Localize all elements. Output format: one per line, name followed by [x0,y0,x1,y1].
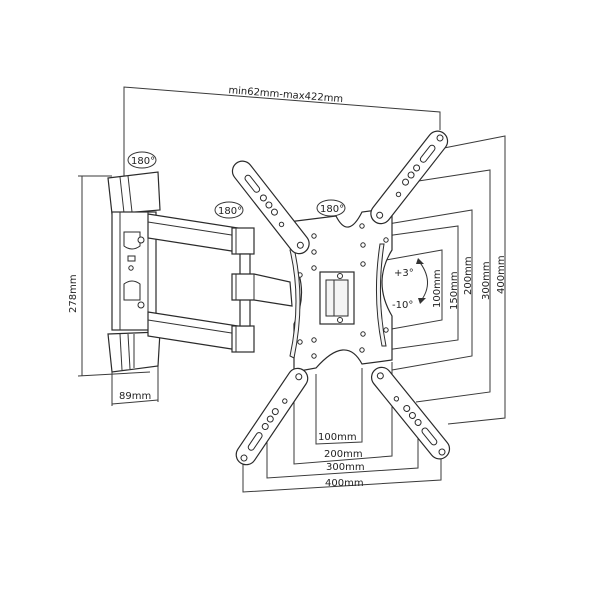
vesa-h-200-label: 200mm [324,449,363,460]
wall-plate-width-label: 89mm [119,391,151,402]
tilt-down-label: -10° [392,300,413,311]
vesa-vertical-dimensions: 100mm 150mm 200mm 300mm 400mm [385,135,507,425]
head-pivot-rotation: 180° [316,199,346,217]
wall-pivot-rotation: 180° [127,151,157,169]
wall-plate-height-dimension: 278mm [68,175,151,377]
vesa-v-200-label: 200mm [463,256,474,295]
vesa-h-400-label: 400mm [325,478,364,489]
head-pivot-rotation-label: 180° [320,204,344,215]
arm-extension-dimension: min62mm-max422mm [123,85,441,176]
lower-right-rail [370,366,451,460]
wall-plate-height-label: 278mm [68,274,79,313]
tilt-up-label: +3° [394,268,414,279]
arm-extension-label: min62mm-max422mm [228,85,344,105]
vesa-head-plate [287,207,393,373]
vesa-v-100-label: 100mm [432,269,443,308]
vesa-horizontal-dimensions: 100mm 200mm 300mm 400mm [242,362,442,493]
vesa-v-400-label: 400mm [496,255,507,294]
arm-pivot-rotation: 180° [214,201,244,219]
upper-left-rail [231,160,310,255]
swing-arms [147,213,293,353]
wall-pivot-rotation-label: 180° [131,156,155,167]
tilt-indicator: +3° -10° [392,258,428,311]
vesa-h-100-label: 100mm [318,432,357,443]
vesa-v-300-label: 300mm [481,261,492,300]
vesa-h-300-label: 300mm [326,462,365,473]
wall-plate [107,171,161,373]
upper-right-rail [370,130,449,225]
lower-left-rail [235,367,309,466]
vesa-v-150-label: 150mm [449,271,460,310]
arm-pivot-rotation-label: 180° [218,206,242,217]
